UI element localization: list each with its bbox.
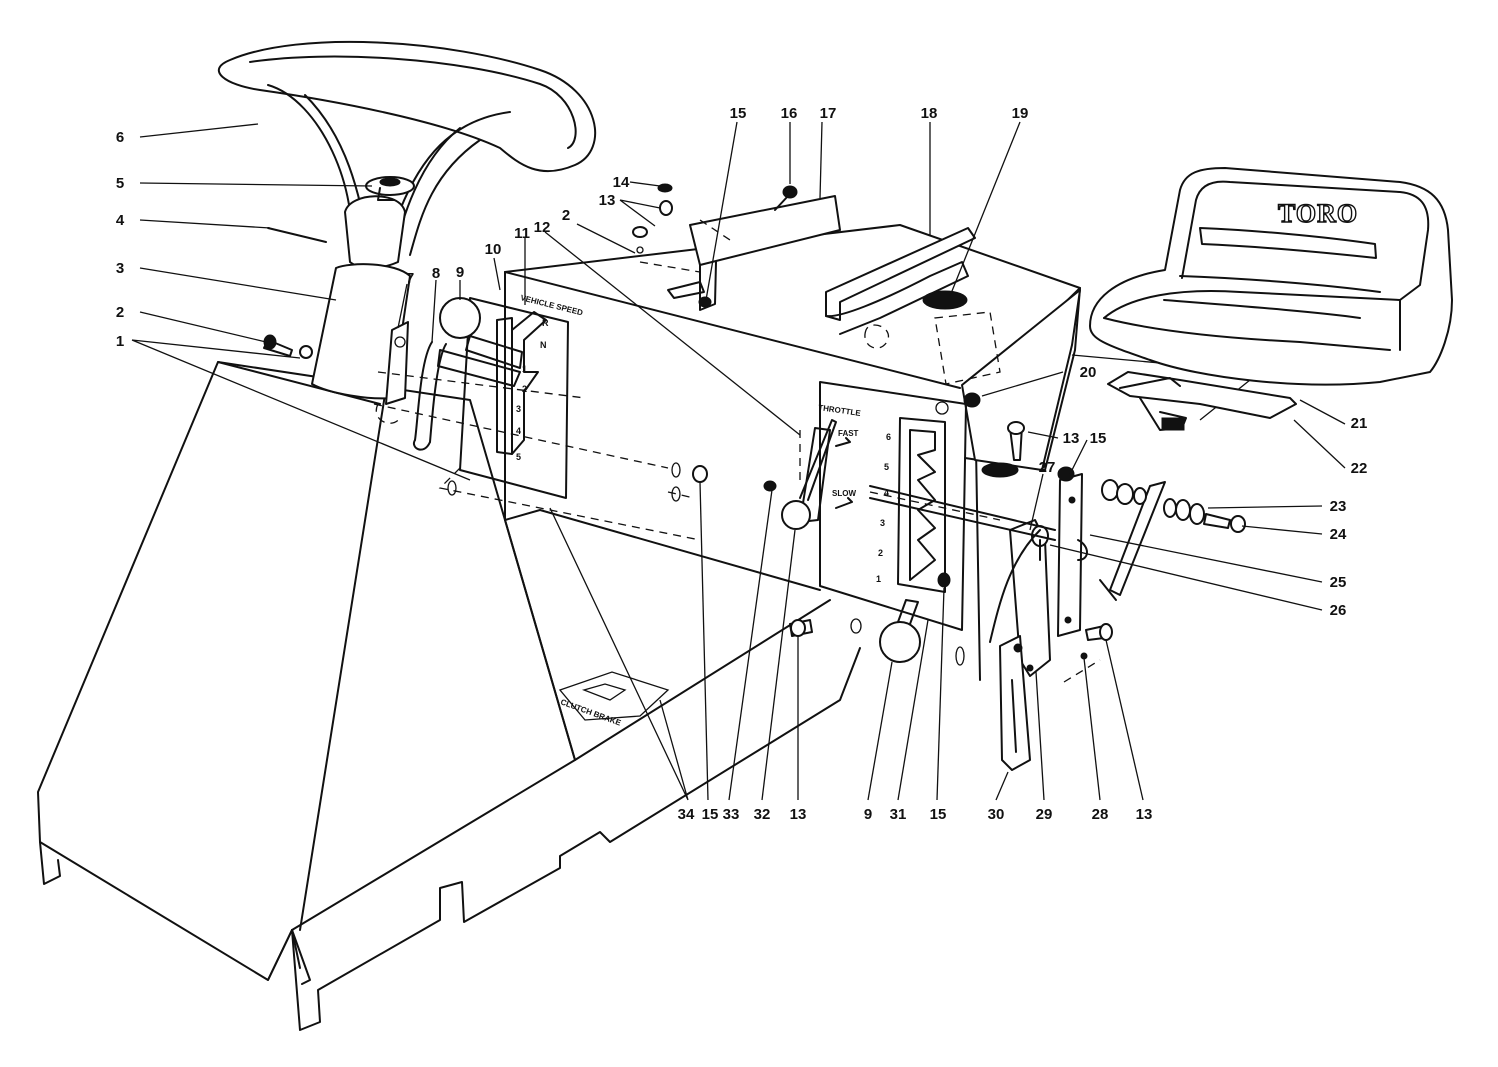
callout-14: 14 <box>613 174 630 191</box>
vehicle-speed-label: VEHICLE SPEED <box>520 293 585 317</box>
svg-text:N: N <box>540 340 547 350</box>
callout-13-right: 13 <box>1063 430 1080 447</box>
callout-25: 25 <box>1330 574 1347 591</box>
fasteners <box>671 392 1113 660</box>
callout-34: 34 <box>678 806 695 823</box>
callout-9-bottom: 9 <box>864 806 872 823</box>
callout-21: 21 <box>1351 415 1368 432</box>
svg-text:4: 4 <box>884 488 889 498</box>
callout-19: 19 <box>1012 105 1029 122</box>
svg-text:4: 4 <box>516 426 521 436</box>
callout-13-bottom-a: 13 <box>790 806 807 823</box>
hood <box>37 299 576 981</box>
column-bracket <box>375 321 409 424</box>
callout-31: 31 <box>890 806 907 823</box>
left-control-panel: VEHICLE SPEED R N 1 2 3 4 5 <box>438 293 701 541</box>
callout-20: 20 <box>1080 364 1097 381</box>
callout-15-bottom-a: 15 <box>702 806 719 823</box>
callout-28: 28 <box>1092 806 1109 823</box>
brake-pedal-arm <box>989 519 1051 771</box>
svg-text:2: 2 <box>522 384 527 394</box>
callout-8: 8 <box>432 265 440 282</box>
callout-18: 18 <box>921 105 938 122</box>
floor-pan <box>291 509 861 1031</box>
seat: TORO <box>1089 167 1453 386</box>
callout-23: 23 <box>1330 498 1347 515</box>
seat-slide-rail <box>1107 371 1297 431</box>
callout-15-bottom-b: 15 <box>930 806 947 823</box>
vehicle-speed-markings: R N 1 2 3 4 5 <box>516 318 549 462</box>
callout-30: 30 <box>988 806 1005 823</box>
callout-12: 12 <box>534 219 551 236</box>
svg-text:R: R <box>542 318 549 328</box>
callout-27: 27 <box>1039 459 1056 476</box>
callout-24: 24 <box>1330 526 1347 543</box>
callout-2-top: 2 <box>562 207 570 224</box>
callout-13-bottom-b: 13 <box>1136 806 1153 823</box>
steering-bolt <box>263 334 313 359</box>
svg-text:3: 3 <box>880 518 885 528</box>
slow-label: SLOW <box>832 489 856 498</box>
callout-10: 10 <box>485 241 502 258</box>
svg-text:3: 3 <box>516 404 521 414</box>
callout-17: 17 <box>820 105 837 122</box>
callout-5: 5 <box>116 175 124 192</box>
callout-6: 6 <box>116 129 124 146</box>
callout-29: 29 <box>1036 806 1053 823</box>
svg-text:6: 6 <box>886 432 891 442</box>
callout-2: 2 <box>116 304 124 321</box>
top-bracket-left <box>632 183 841 311</box>
steering-rod <box>267 227 327 243</box>
callout-9-top: 9 <box>456 264 464 281</box>
callout-1: 1 <box>116 333 124 350</box>
callout-33: 33 <box>723 806 740 823</box>
main-frame <box>504 224 1262 681</box>
steering-wheel <box>217 40 597 269</box>
callout-15-right: 15 <box>1090 430 1107 447</box>
callout-4: 4 <box>116 212 125 229</box>
svg-text:2: 2 <box>878 548 883 558</box>
callout-3: 3 <box>116 260 124 277</box>
throttle-label: THROTTLE <box>818 403 862 418</box>
callout-7: 7 <box>406 270 414 287</box>
callout-11: 11 <box>514 225 530 242</box>
callout-22: 22 <box>1351 460 1368 477</box>
callout-numbers: 1 2 3 4 5 6 7 8 9 10 11 12 2 13 14 15 16… <box>116 105 1368 823</box>
callout-26: 26 <box>1330 602 1347 619</box>
pivot-shaft <box>869 485 1056 541</box>
seat-brand-logo: TORO <box>1278 199 1358 228</box>
svg-text:5: 5 <box>884 462 889 472</box>
callout-15-top: 15 <box>730 105 747 122</box>
speed-lever <box>412 341 521 451</box>
callout-16: 16 <box>781 105 798 122</box>
fast-label: FAST <box>838 429 859 438</box>
clutch-brake-label: CLUTCH BRAKE <box>559 697 622 727</box>
gear-lever-knob <box>879 599 921 663</box>
callout-32: 32 <box>754 806 771 823</box>
callout-13-top: 13 <box>599 192 616 209</box>
leader-lines <box>131 121 1346 801</box>
svg-text:1: 1 <box>876 574 881 584</box>
svg-text:1: 1 <box>522 364 527 374</box>
throttle-lever <box>763 419 837 530</box>
svg-text:5: 5 <box>516 452 521 462</box>
assembly-lines <box>373 371 1101 683</box>
pedal-linkage <box>1057 473 1246 637</box>
gear-markings: 6 5 4 3 2 1 <box>876 432 891 584</box>
